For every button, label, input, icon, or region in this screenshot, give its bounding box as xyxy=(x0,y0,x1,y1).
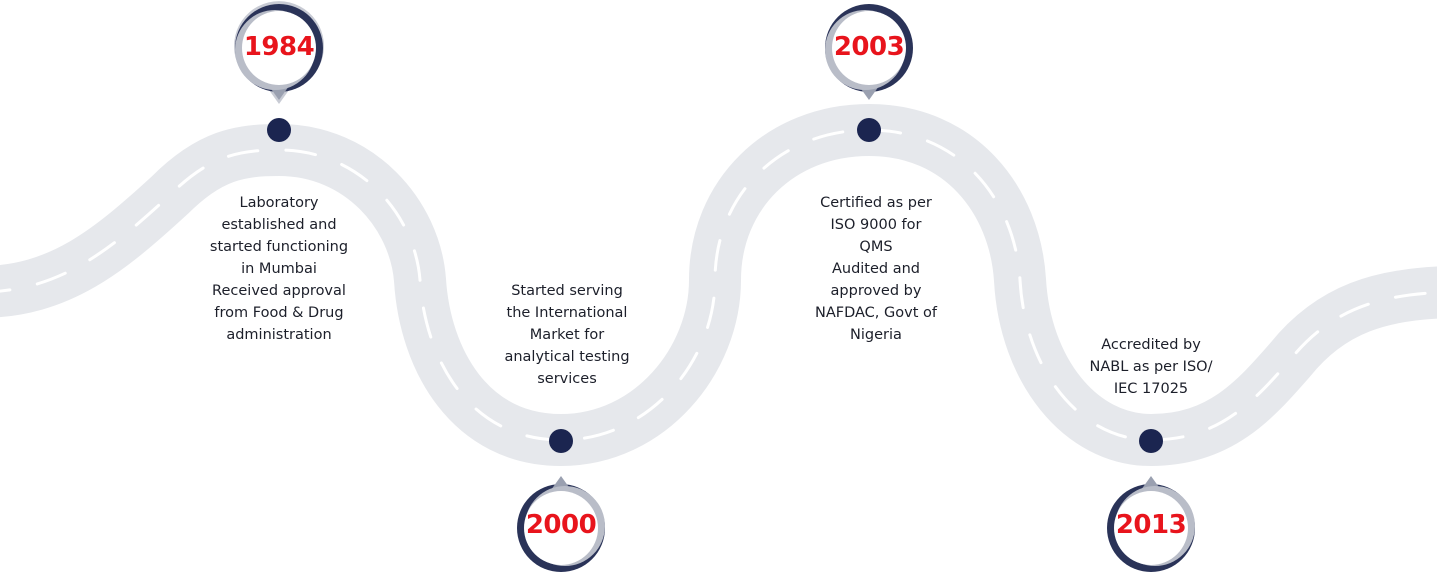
description-line: established and xyxy=(221,217,337,233)
milestone-description-1984: Laboratory established and started funct… xyxy=(191,192,367,346)
year-label-2003: 2003 xyxy=(833,32,905,62)
description-line: Certified as per xyxy=(820,195,932,211)
description-line: the International xyxy=(506,305,628,321)
year-label-2013: 2013 xyxy=(1115,510,1187,540)
description-line: Received approval xyxy=(212,283,346,299)
description-line: NABL as per ISO/ xyxy=(1089,359,1213,375)
description-line: IEC 17025 xyxy=(1113,381,1189,397)
description-line: administration xyxy=(226,327,332,343)
milestone-description-2000: Started serving the International Market… xyxy=(479,280,655,390)
pin-2000: 2000 xyxy=(515,466,607,576)
description-line: started functioning xyxy=(209,239,349,255)
milestone-dot-2000 xyxy=(549,429,573,453)
description-line: analytical testing xyxy=(504,349,630,365)
milestone-dot-2003 xyxy=(857,118,881,142)
milestone-dot-1984 xyxy=(267,118,291,142)
description-line: Started serving xyxy=(511,283,623,299)
pin-2003: 2003 xyxy=(823,0,915,110)
description-line: approved by xyxy=(830,283,922,299)
description-line: Laboratory xyxy=(239,195,319,211)
pin-marker-icon xyxy=(234,1,324,105)
description-line: NAFDAC, Govt of xyxy=(815,305,937,321)
milestone-description-2013: Accredited by NABL as per ISO/ IEC 17025 xyxy=(1063,334,1239,400)
description-line: Accredited by xyxy=(1101,337,1201,353)
pin-1984: 1984 xyxy=(233,0,325,110)
description-line: Market for xyxy=(529,327,605,343)
milestone-dot-2013 xyxy=(1139,429,1163,453)
description-line: ISO 9000 for xyxy=(830,217,922,233)
description-line: Audited and xyxy=(831,261,921,277)
pin-marker-icon xyxy=(517,476,605,572)
description-line: from Food & Drug xyxy=(214,305,344,321)
description-line: in Mumbai xyxy=(241,261,317,277)
year-label-1984: 1984 xyxy=(243,32,315,62)
milestone-description-2003: Certified as per ISO 9000 for QMS Audite… xyxy=(788,192,964,346)
year-label-2000: 2000 xyxy=(525,510,597,540)
description-line: services xyxy=(537,371,597,387)
pin-marker-icon xyxy=(1107,476,1195,572)
description-line: QMS xyxy=(859,239,893,255)
road-surface xyxy=(0,103,1437,467)
pin-marker-icon xyxy=(825,4,913,100)
description-line: Nigeria xyxy=(850,327,902,343)
pin-2013: 2013 xyxy=(1105,466,1197,576)
